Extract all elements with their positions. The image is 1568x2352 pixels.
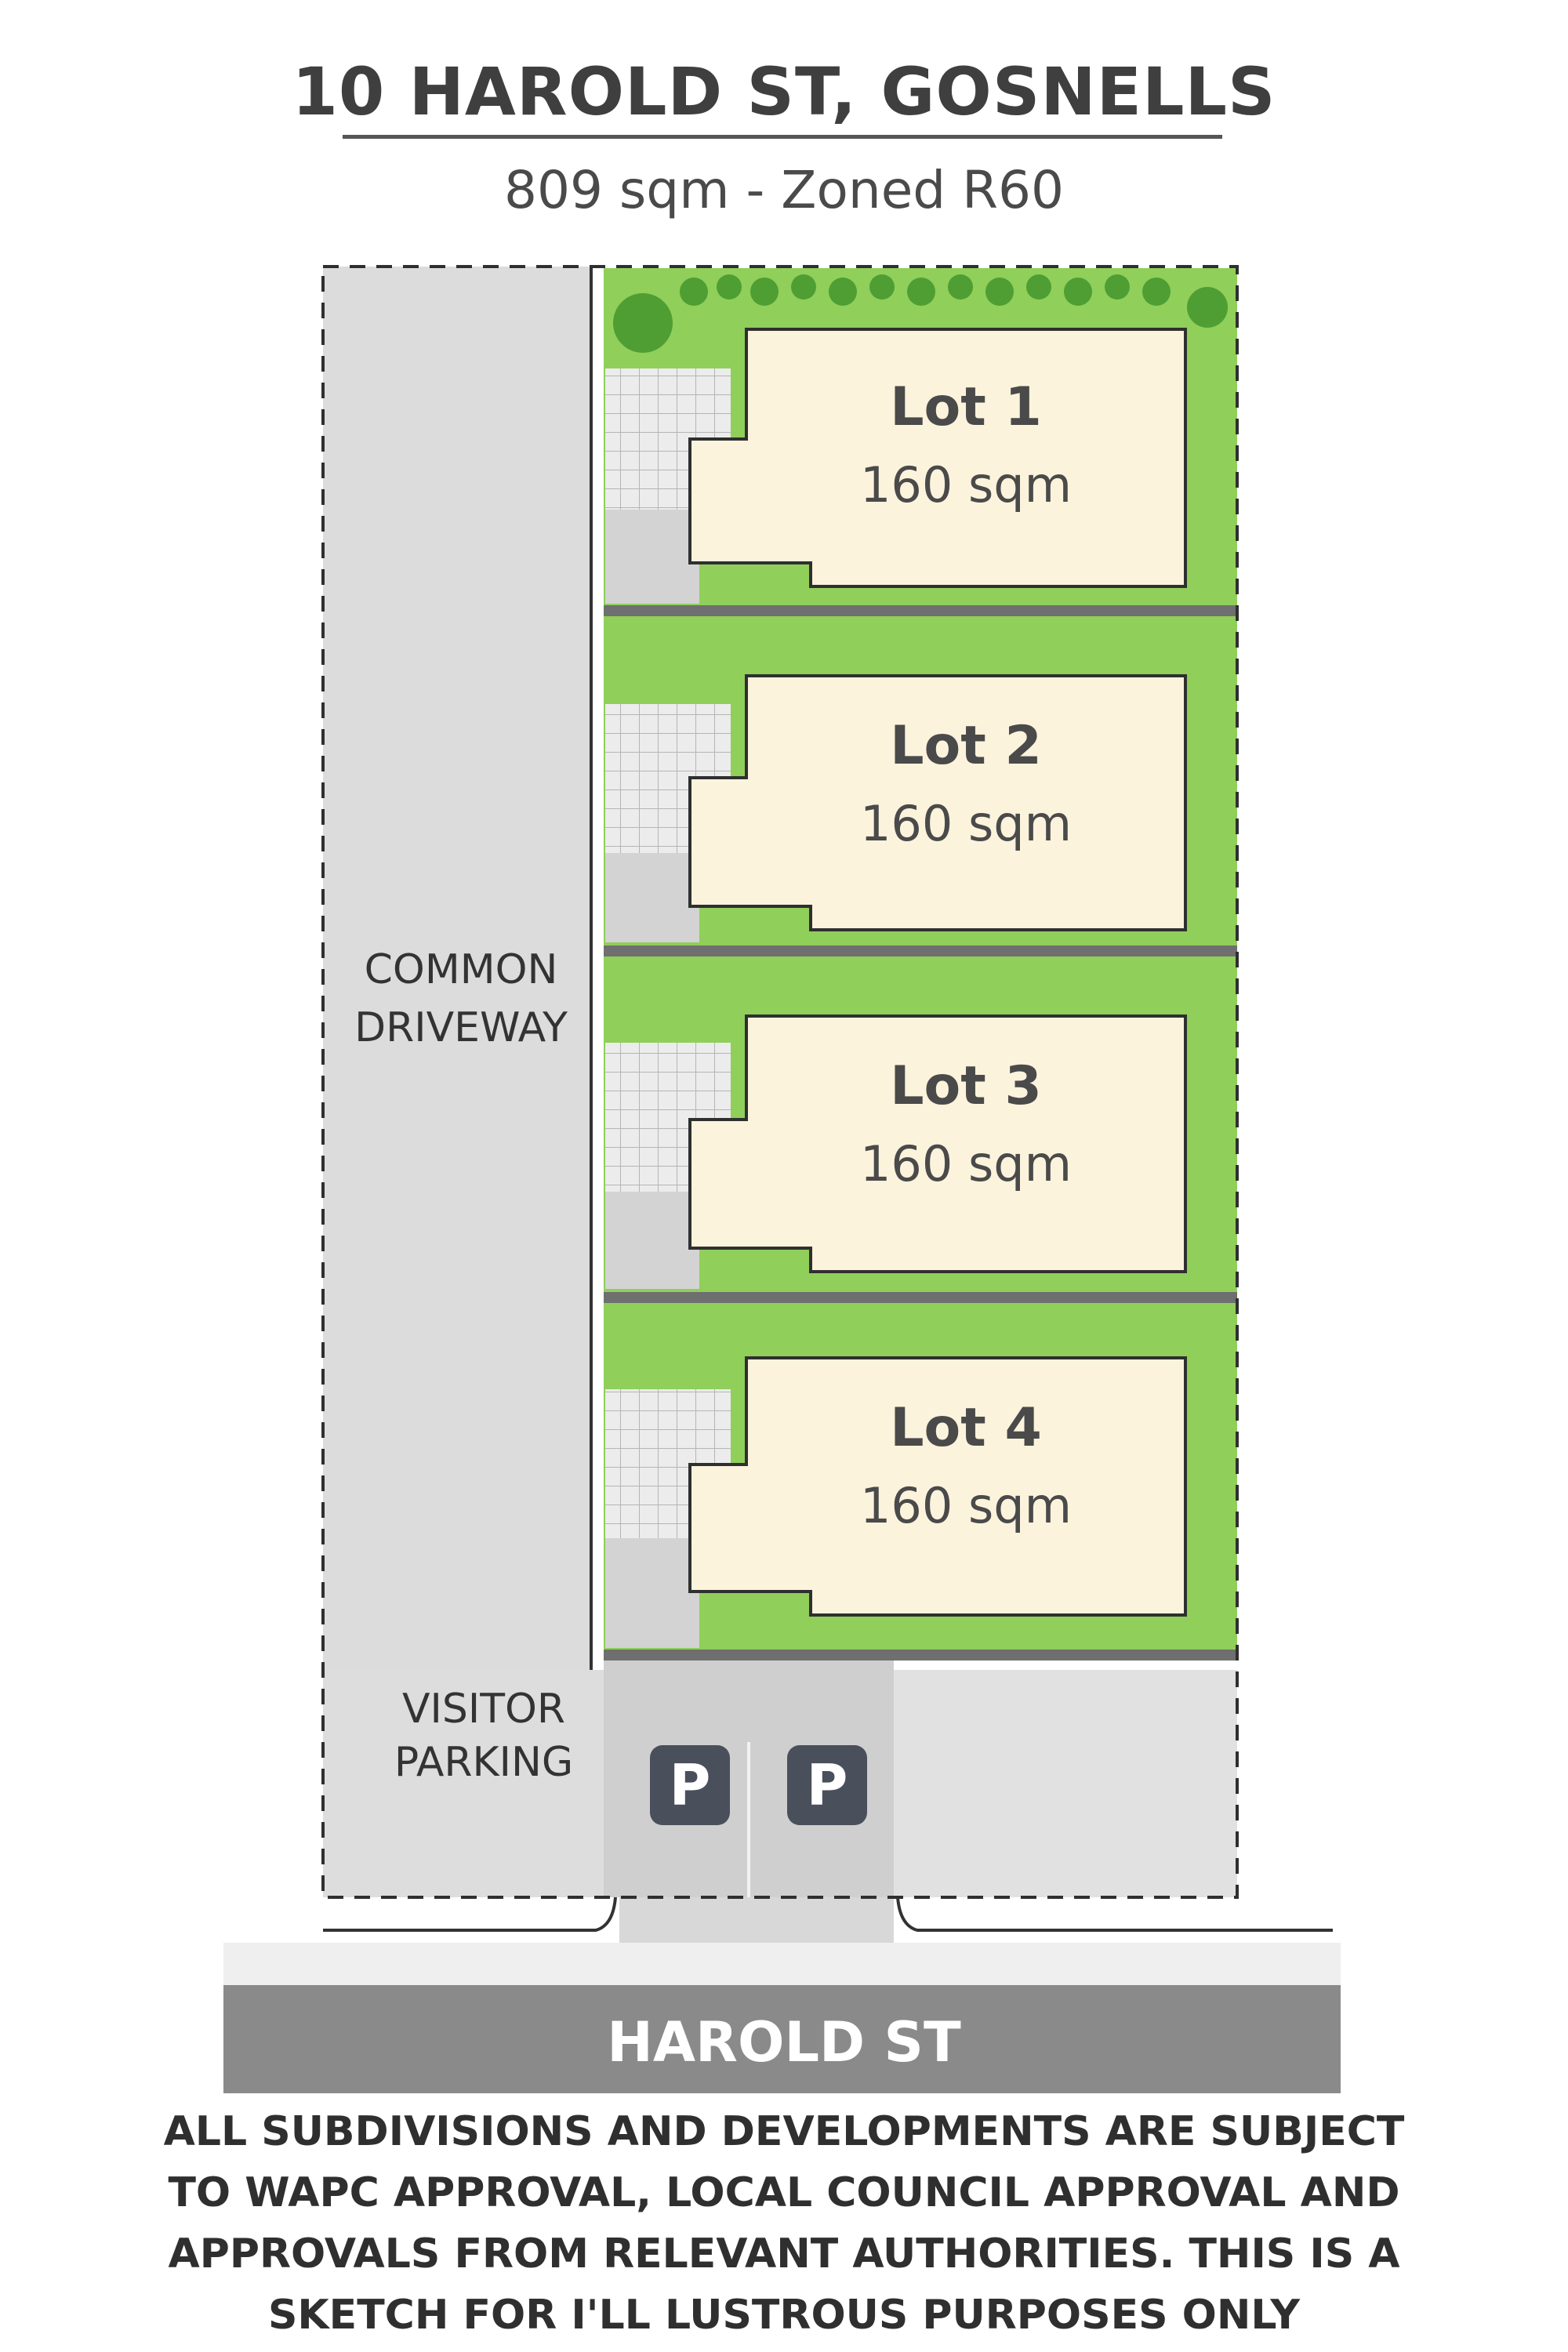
lot-strip-4	[604, 1303, 1237, 1661]
lot-1-area: 160 sqm	[859, 456, 1073, 514]
lot-4-name: Lot 4	[890, 1397, 1042, 1459]
site-boundary	[321, 265, 1239, 1899]
disclaimer: ALL SUBDIVISIONS AND DEVELOPMENTS ARE SU…	[125, 2101, 1443, 2344]
verge	[223, 1943, 1341, 1985]
driveway-label-line1: COMMON	[364, 946, 558, 993]
title-underline	[343, 135, 1222, 139]
lot-4-area: 160 sqm	[859, 1477, 1073, 1534]
disclaimer-line3: APPROVALS FROM RELEVANT AUTHORITIES. THI…	[168, 2230, 1400, 2278]
lot-strip-2	[604, 616, 1237, 956]
driveway-label-line2: DRIVEWAY	[354, 1004, 568, 1051]
visitor-label-line2: PARKING	[394, 1739, 574, 1786]
lot-2-area: 160 sqm	[859, 795, 1073, 852]
rear-hedge	[613, 274, 1228, 353]
visitor-parking-label: VISITOR PARKING	[354, 1682, 613, 1789]
disclaimer-line1: ALL SUBDIVISIONS AND DEVELOPMENTS ARE SU…	[163, 2108, 1405, 2155]
parking-icon-1: P	[650, 1745, 730, 1825]
page-subtitle: 809 sqm - Zoned R60	[503, 160, 1065, 220]
lot-2-name: Lot 2	[890, 715, 1042, 777]
site-plan	[223, 265, 1341, 2093]
page-title: 10 HAROLD ST, GOSNELLS	[292, 53, 1276, 130]
front-yard	[894, 1670, 1237, 1897]
lot-3-name: Lot 3	[890, 1055, 1042, 1117]
lot-1-name: Lot 1	[890, 376, 1042, 438]
disclaimer-line2: TO WAPC APPROVAL, LOCAL COUNCIL APPROVAL…	[168, 2169, 1400, 2216]
common-driveway	[323, 267, 590, 1670]
lot-3-area: 160 sqm	[859, 1135, 1073, 1192]
street-name: HAROLD ST	[607, 2010, 961, 2074]
visitor-label-line1: VISITOR	[401, 1686, 566, 1733]
disclaimer-line4: SKETCH FOR I'LL LUSTROUS PURPOSES ONLY	[267, 2292, 1301, 2339]
lot-strip-1	[604, 268, 1237, 616]
lot-strip-3	[604, 956, 1237, 1303]
street	[223, 1985, 1341, 2093]
driveway-label: COMMON DRIVEWAY	[329, 941, 593, 1057]
parking-icon-2: P	[787, 1745, 867, 1825]
visitor-parking-area	[323, 1670, 604, 1897]
